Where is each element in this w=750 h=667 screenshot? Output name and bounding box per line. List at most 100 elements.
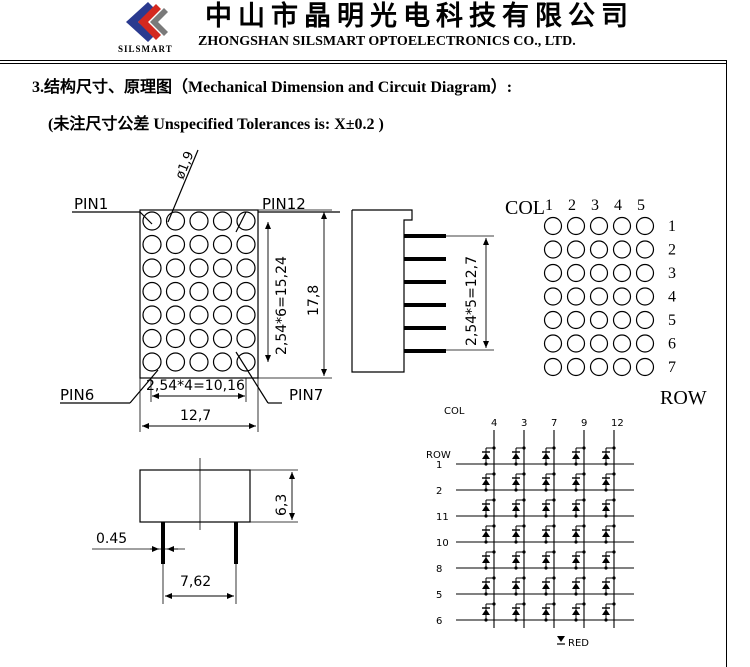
junction-dot — [582, 446, 586, 450]
junction-dot — [492, 472, 496, 476]
bottom-view — [92, 458, 298, 604]
led-triangle — [542, 531, 550, 537]
map-dot — [589, 240, 609, 259]
led-triangle — [602, 453, 610, 459]
map-dot — [635, 216, 655, 236]
map-col-number: 5 — [637, 197, 645, 214]
color-label: RED — [568, 638, 589, 649]
led-triangle — [572, 609, 580, 615]
front-dot — [236, 234, 256, 255]
junction-dot — [492, 498, 496, 502]
junction-dot — [514, 540, 518, 544]
map-row-number: 2 — [668, 242, 676, 259]
map-dot — [635, 310, 655, 330]
led-triangle — [572, 505, 580, 511]
front-dot — [142, 305, 162, 325]
led-diode — [572, 446, 586, 466]
company-logo — [120, 0, 200, 44]
junction-dot — [492, 524, 496, 528]
junction-dot — [574, 618, 578, 622]
row-spacing-label: 7,62 — [180, 574, 211, 590]
pin12-leader — [235, 211, 247, 233]
led-diode — [542, 576, 556, 596]
front-dot — [189, 234, 209, 255]
junction-dot — [604, 488, 608, 492]
map-row-number: 5 — [668, 312, 676, 329]
junction-dot — [514, 566, 518, 570]
junction-dot — [604, 592, 608, 596]
map-dot — [543, 357, 563, 377]
led-diode — [572, 550, 586, 570]
led-diode — [572, 498, 586, 518]
front-dot — [142, 328, 162, 349]
led-diode — [482, 472, 496, 492]
led-triangle — [512, 505, 520, 511]
hpitch-label: 2,54*4=10,16 — [146, 378, 245, 394]
map-dot — [589, 216, 609, 236]
front-dot-grid — [142, 211, 256, 372]
led-diode — [602, 550, 616, 570]
front-dot — [189, 281, 209, 302]
circuit-row-pin: 1 — [436, 460, 442, 471]
junction-dot — [484, 618, 488, 622]
junction-dot — [552, 550, 556, 554]
circuit-row-pin: 5 — [436, 590, 442, 601]
led-diode — [512, 498, 526, 518]
front-dot — [189, 305, 209, 325]
bottom-view-labels: 6,3 0.45 7,62 — [96, 494, 290, 590]
circuit-row-pin: 11 — [436, 512, 449, 523]
map-dot — [566, 240, 586, 259]
width-label: 12,7 — [180, 408, 211, 424]
junction-dot — [484, 592, 488, 596]
led-diode — [482, 550, 496, 570]
pin1-label: PIN1 — [74, 195, 108, 213]
circuit-row-pin: 2 — [436, 486, 442, 497]
junction-dot — [492, 602, 496, 606]
led-triangle — [542, 609, 550, 615]
pin1-leader — [139, 211, 153, 225]
map-dot — [635, 287, 655, 306]
brand-name: SILSMART — [118, 44, 173, 54]
led-triangle — [572, 453, 580, 459]
circuit-leds — [482, 446, 616, 622]
front-dot — [165, 305, 186, 325]
front-dot — [165, 352, 186, 372]
led-diode — [602, 498, 616, 518]
led-triangle — [482, 479, 490, 485]
front-dot — [142, 211, 162, 231]
circuit-row-pin: 10 — [436, 538, 449, 549]
led-diode — [512, 472, 526, 492]
diameter-leader — [167, 149, 199, 223]
front-dot — [189, 328, 209, 349]
circuit-row-pin: 8 — [436, 564, 442, 575]
junction-dot — [552, 498, 556, 502]
led-diode — [602, 524, 616, 544]
junction-dot — [582, 576, 586, 580]
led-diode — [482, 524, 496, 544]
pin-pitch-label: 2,54*5=12,7 — [464, 256, 480, 346]
junction-dot — [612, 602, 616, 606]
junction-dot — [582, 550, 586, 554]
front-dot — [236, 328, 256, 349]
junction-dot — [604, 540, 608, 544]
junction-dot — [484, 462, 488, 466]
front-dot — [189, 352, 209, 372]
junction-dot — [552, 602, 556, 606]
front-dot — [212, 234, 233, 255]
section-title: 3.结构尺寸、原理图（Mechanical Dimension and Circ… — [32, 79, 513, 96]
led-triangle — [482, 505, 490, 511]
logo-chevron-blue — [126, 2, 154, 42]
map-dot — [543, 216, 563, 236]
led-triangle — [602, 583, 610, 589]
map-row-number: 6 — [668, 336, 676, 353]
circuit-col-pin: 7 — [551, 418, 557, 429]
map-dot — [566, 263, 586, 283]
junction-dot — [574, 540, 578, 544]
led-diode — [542, 498, 556, 518]
front-view — [60, 149, 340, 432]
vpitch-label: 2,54*6=15,24 — [274, 256, 290, 355]
map-dot — [566, 357, 586, 377]
junction-dot — [582, 472, 586, 476]
led-triangle — [572, 583, 580, 589]
